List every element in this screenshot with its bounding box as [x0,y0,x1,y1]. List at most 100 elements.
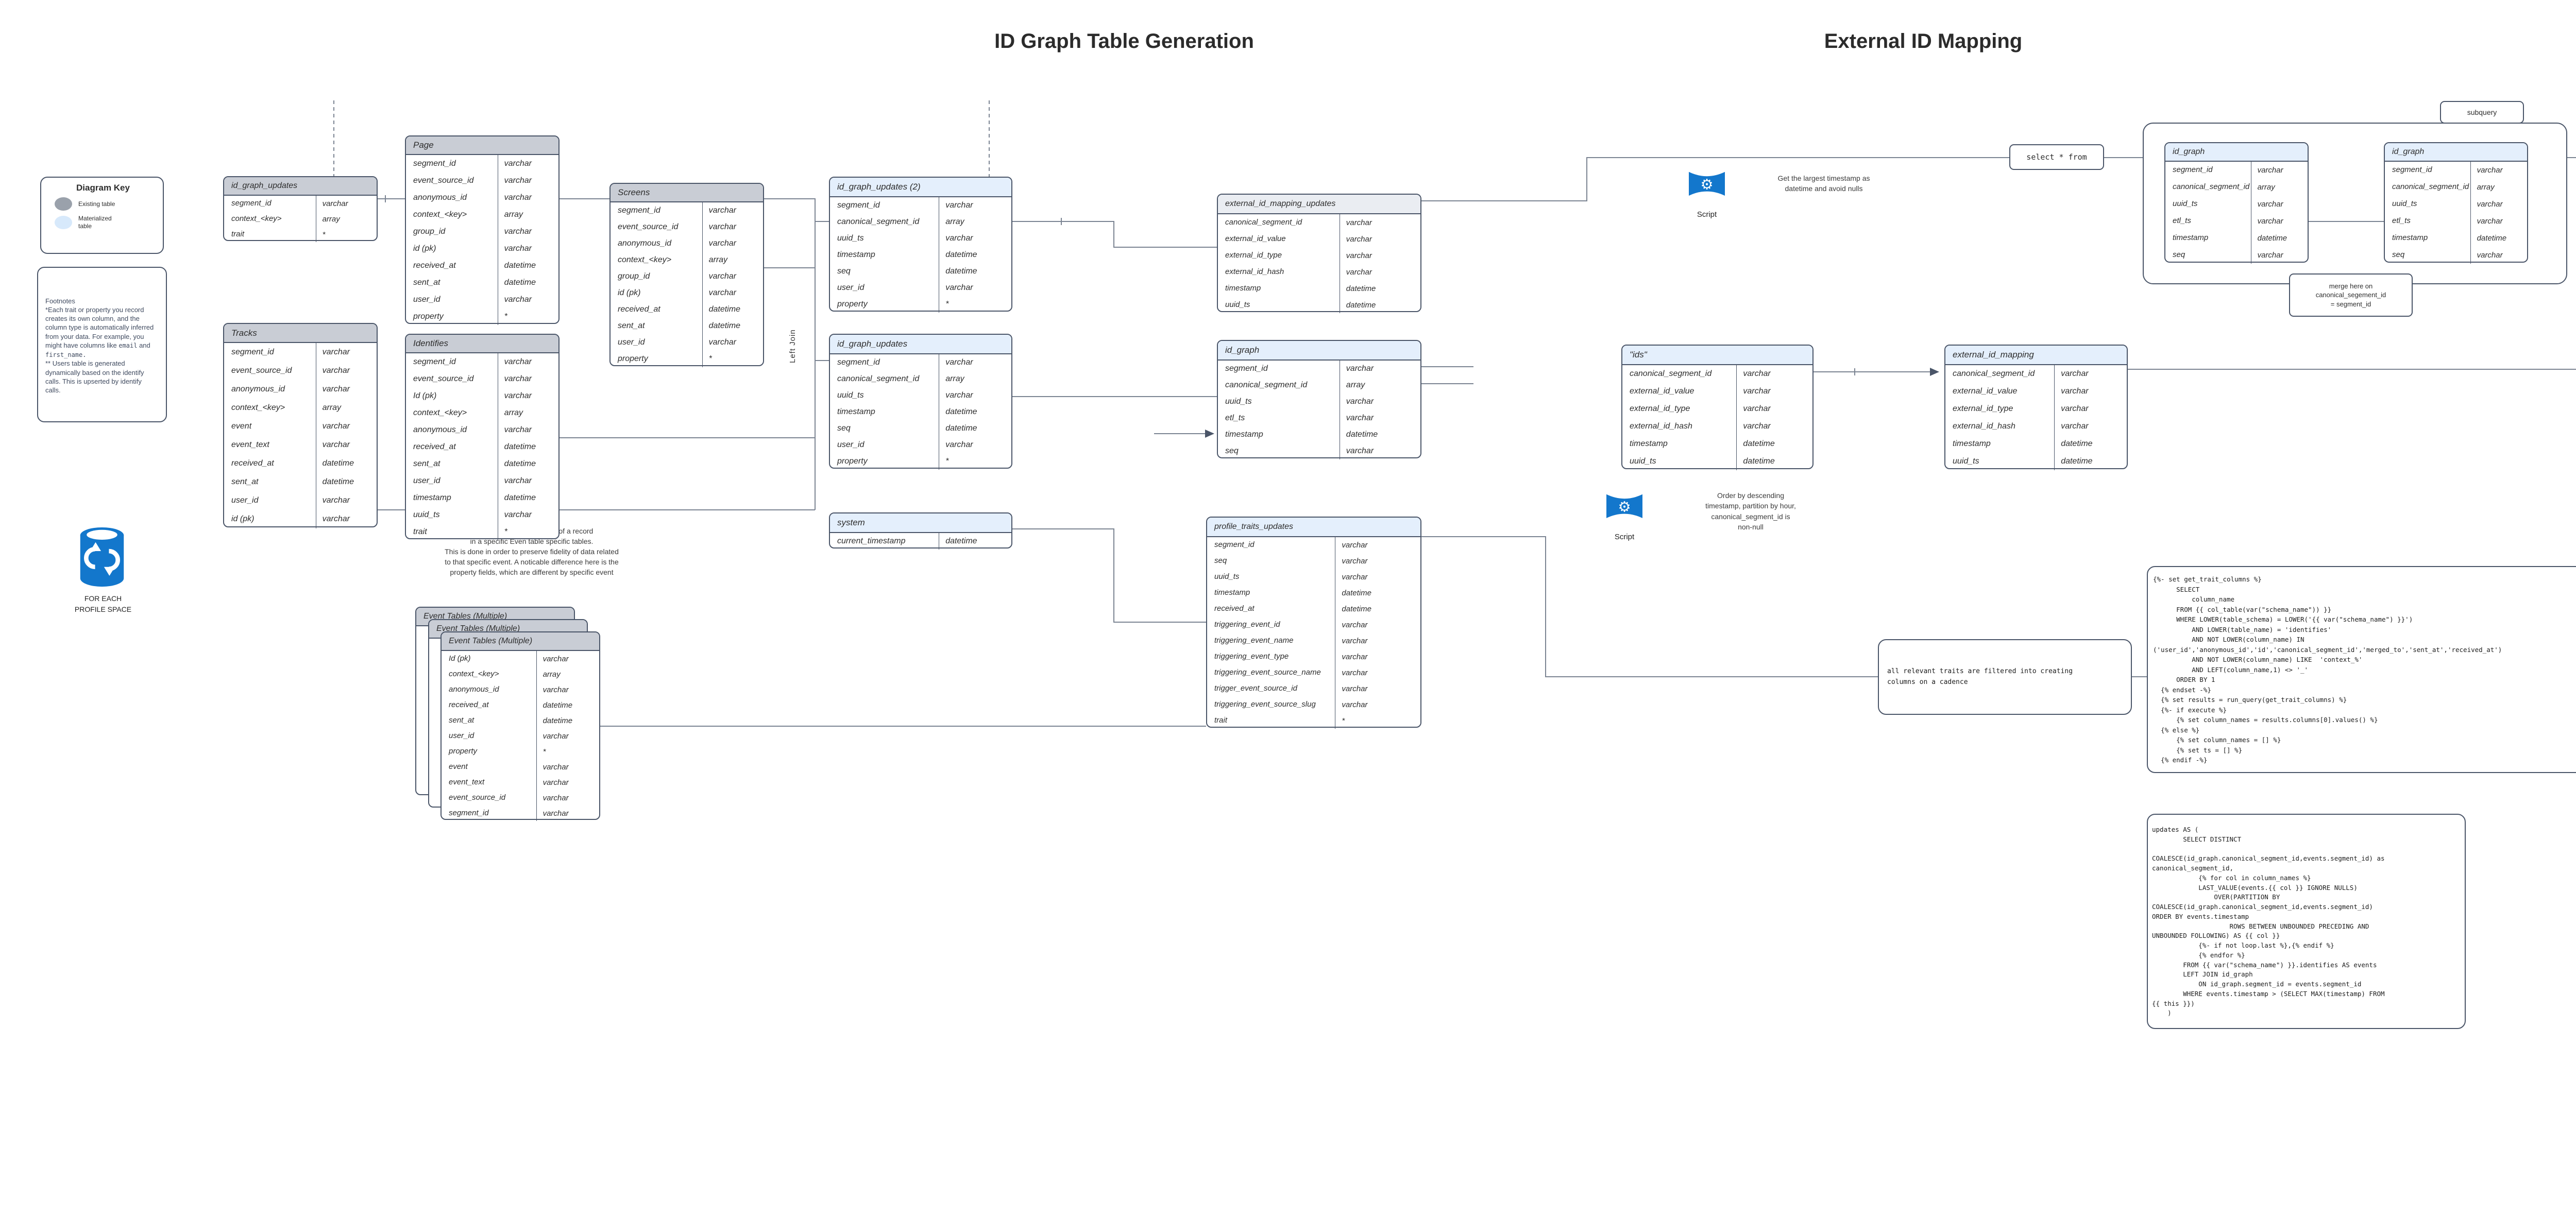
updates-cte-code[interactable]: updates AS ( SELECT DISTINCT COALESCE(id… [2147,814,2466,1029]
column-type: varchar [1339,393,1420,410]
diagram-key[interactable]: Diagram Key Existing table Materialized … [40,177,164,254]
table-row: id (pk)varchar [406,240,558,257]
column-type: array [2470,179,2527,196]
table-row: trait* [406,523,558,540]
column-name: segment_id [2173,166,2213,175]
column-name: uuid_ts [413,510,440,519]
column-type: varchar [939,280,1011,296]
column-type: datetime [536,713,599,728]
column-type: varchar [2470,247,2527,264]
column-name: context_<key> [413,408,467,417]
column-name: segment_id [449,809,489,817]
column-type: datetime [1335,601,1420,617]
column-name: property [618,354,648,364]
column-type: * [939,296,1011,313]
column-name: segment_id [837,358,880,367]
column-type: varchar [2250,247,2308,264]
table-title: Page [406,136,558,155]
column-type: varchar [939,230,1011,247]
column-name: segment_id [1214,541,1255,550]
column-type: array [939,214,1011,230]
select-from-box[interactable]: select * from [2009,144,2104,170]
column-name: id (pk) [413,244,436,253]
footnotes-box[interactable]: Footnotes *Each trait or property you re… [37,267,167,422]
column-name: user_id [449,731,474,740]
subquery-label[interactable]: subquery [2440,101,2524,124]
get-trait-columns-code[interactable]: {%- set get_trait_columns %} SELECT colu… [2147,566,2576,773]
column-type: varchar [315,417,377,436]
column-type: varchar [497,155,558,172]
column-name: context_<key> [413,210,467,219]
column-name: property [449,747,478,756]
column-name: uuid_ts [837,234,864,243]
column-type: varchar [1335,665,1420,681]
sync-database-icon[interactable] [77,526,127,589]
footnotes-code-email: email [118,341,138,349]
column-type: varchar [1339,214,1420,231]
column-type: varchar [1335,617,1420,633]
column-name: external_id_type [1630,404,1690,414]
table-row: segment_id varchar [830,354,1011,371]
column-name: group_id [413,227,446,236]
column-type: array [702,252,763,268]
table-title: "ids" [1622,346,1812,365]
table-title: Identifies [406,335,558,353]
trait-filter-note[interactable]: all relevant traits are filtered into cr… [1878,639,2132,715]
column-type: * [315,227,377,242]
column-type: varchar [702,219,763,235]
column-type: * [702,351,763,367]
column-name: triggering_event_source_name [1214,669,1321,677]
column-type: varchar [536,759,599,775]
column-type: array [497,206,558,223]
table-row: property* [442,744,599,759]
column-name: segment_id [837,201,880,210]
merge-note[interactable]: merge here on canonical_segement_id = se… [2289,273,2413,317]
column-name: segment_id [231,199,272,208]
column-name: property [837,457,868,466]
column-name: canonical_segment_id [1630,369,1712,379]
column-name: event [449,762,468,771]
column-type: varchar [939,354,1011,371]
column-type: varchar [702,268,763,285]
column-name: received_at [413,442,456,451]
column-type: datetime [1339,426,1420,443]
script-icon[interactable]: ⚙ [1689,168,1725,209]
column-type: varchar [315,510,377,528]
table-row: id (pk)varchar [611,285,763,301]
column-name: event_source_id [231,366,292,375]
table-title: system [830,513,1011,533]
column-type: array [536,666,599,682]
script-icon[interactable]: ⚙ [1606,490,1642,532]
